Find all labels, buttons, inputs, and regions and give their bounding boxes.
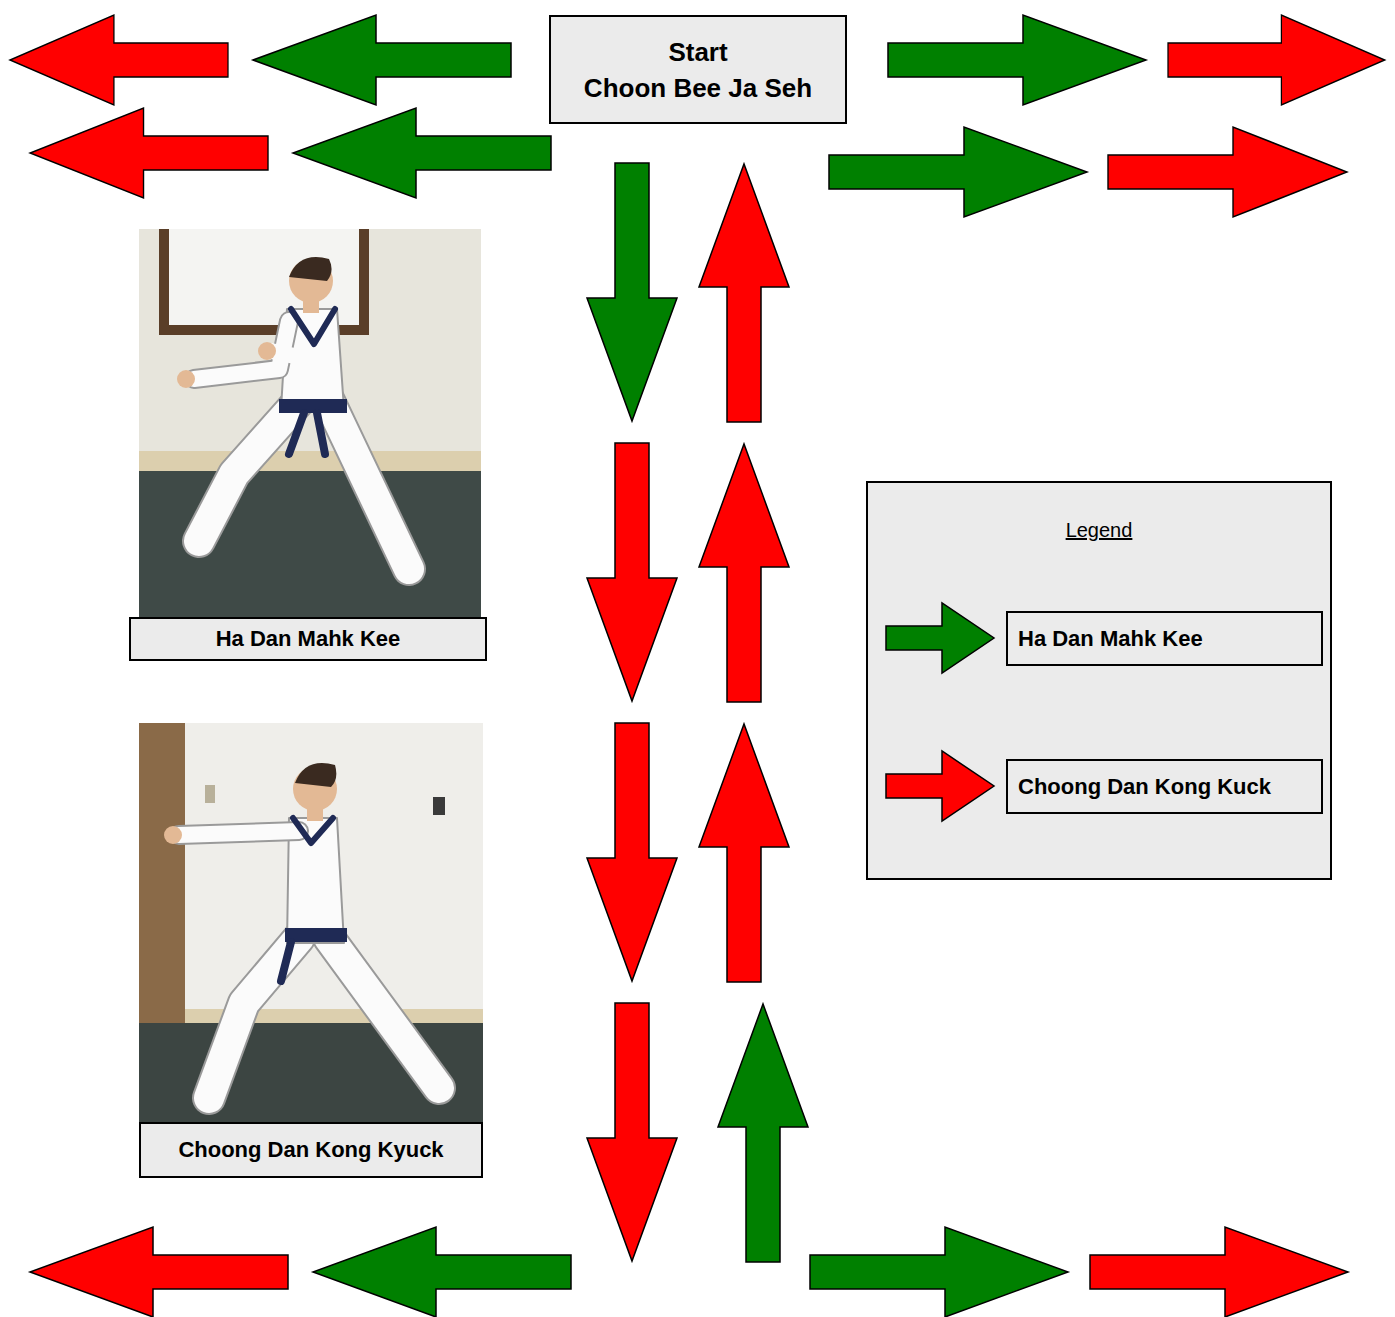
legend-label: Ha Dan Mahk Kee — [1018, 625, 1203, 653]
arm-shadow — [194, 321, 289, 379]
hair — [295, 763, 336, 787]
punch-arrow — [699, 444, 789, 702]
punch-arrow — [587, 443, 677, 701]
collar — [291, 309, 335, 344]
block-arm — [194, 321, 289, 379]
collar — [293, 818, 333, 843]
legend-title: Legend — [1066, 517, 1133, 543]
start-heading: Start — [668, 34, 727, 70]
node-label: Ha Dan Mahk Kee — [216, 625, 401, 653]
person-figure — [164, 763, 439, 1098]
legend-arrow-shape — [886, 751, 994, 821]
neck — [303, 299, 319, 313]
legend-label-box: Choong Dan Kong Kuck — [1006, 759, 1323, 814]
belt — [279, 399, 347, 413]
neck — [307, 807, 323, 821]
front-leg — [209, 938, 299, 1098]
photo-caption: Ha Dan Mahk Kee — [129, 617, 487, 661]
arm-shadow — [179, 831, 299, 835]
node-label: Choon Bee Ja Seh — [584, 70, 812, 106]
legend-swatch-arrow — [884, 749, 998, 823]
punch-arm — [179, 831, 299, 835]
block-arrow — [888, 15, 1146, 105]
punch-arrow — [10, 15, 228, 105]
photo-wall — [139, 723, 483, 1122]
punch-arrow — [587, 723, 677, 981]
leg-shadow — [209, 938, 299, 1098]
punch-arrow — [1090, 1227, 1348, 1317]
legend-swatch-arrow — [884, 601, 998, 675]
block-arrow — [810, 1227, 1068, 1317]
photo-wall — [139, 229, 481, 619]
wall-outlet — [433, 797, 445, 815]
front-leg — [199, 401, 299, 541]
block-arrow — [718, 1004, 808, 1262]
leg-shadow — [329, 938, 439, 1088]
block-arrow — [293, 108, 551, 198]
punch-arrow — [699, 724, 789, 982]
punch-arrow — [1168, 15, 1385, 105]
block-arrow — [829, 127, 1087, 217]
fist — [258, 342, 276, 360]
block-arrow — [313, 1227, 571, 1317]
node-label: Choong Dan Kong Kyuck — [178, 1136, 443, 1164]
block-arrow — [587, 163, 677, 421]
punch-arrow — [30, 108, 268, 198]
punch-arrow — [30, 1227, 288, 1317]
legend-arrow-shape — [886, 603, 994, 673]
back-leg — [329, 938, 439, 1088]
wall-switch — [205, 785, 215, 803]
leg-shadow — [329, 401, 409, 569]
movement-arrows — [10, 15, 1385, 1317]
baseboard — [139, 451, 481, 471]
legend-panel: Legend Ha Dan Mahk KeeChoong Dan Kong Kuc… — [866, 481, 1332, 880]
hair — [289, 257, 332, 281]
fist — [164, 826, 182, 844]
block-arrow — [253, 15, 511, 105]
belt-end — [281, 942, 291, 981]
block-photo — [139, 229, 481, 619]
punch-arrow — [1108, 127, 1347, 217]
punch-photo — [139, 723, 483, 1122]
punch-arrow — [699, 164, 789, 422]
leg-shadow — [199, 401, 299, 541]
person-figure — [177, 257, 409, 569]
back-leg — [329, 401, 409, 569]
start-box: StartChoon Bee Ja Seh — [549, 15, 847, 124]
legend-label-box: Ha Dan Mahk Kee — [1006, 611, 1323, 666]
punch-arrow — [587, 1003, 677, 1261]
legend-label: Choong Dan Kong Kuck — [1018, 773, 1271, 801]
door — [139, 723, 185, 1033]
fist — [177, 370, 195, 388]
belt-ends — [289, 413, 325, 454]
photo-caption: Choong Dan Kong Kyuck — [139, 1122, 483, 1178]
